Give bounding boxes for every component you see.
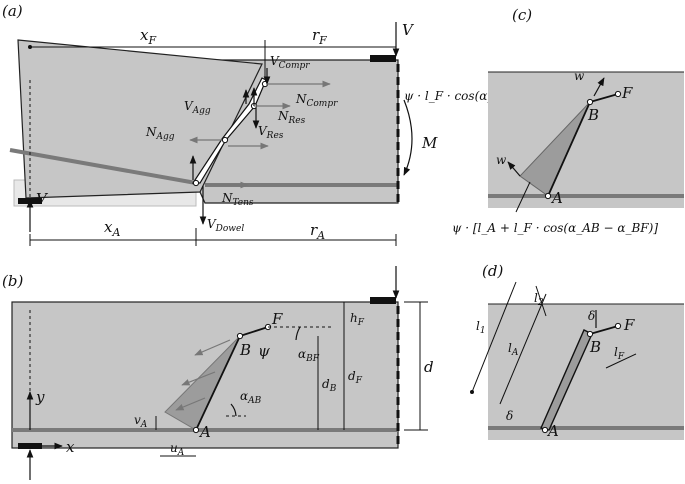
moment-arrow (403, 99, 413, 176)
crack-AB-c (547, 101, 591, 197)
label-V_Dowel: VDowel (207, 217, 244, 234)
label-F-c: F (621, 84, 633, 102)
label-delta-top: δ (588, 309, 595, 323)
w-arrow-left (507, 161, 521, 177)
crack-vector-1 (194, 339, 231, 356)
label-A-b: A (198, 423, 211, 441)
label-delta-bottom: δ (506, 409, 513, 423)
dim-l_2 (535, 285, 547, 317)
load-plate (370, 55, 396, 62)
crack-node-a (192, 179, 200, 187)
label-l_F: lF (614, 345, 625, 362)
node-F-d (614, 322, 622, 330)
label-B-b: B (239, 341, 251, 359)
label-x: x (66, 438, 75, 456)
label-r_F: rF (312, 26, 327, 47)
beam-left-segment (17, 39, 263, 199)
label-F-b: F (271, 310, 283, 328)
node-A-b (192, 426, 200, 434)
label-l_A: lA (508, 341, 519, 358)
support-plate-b (18, 443, 42, 449)
label-w-top: w (574, 69, 585, 83)
load-plate-b (370, 297, 396, 304)
label-x_A: xA (104, 218, 120, 239)
alpha-AB-arc (230, 403, 237, 417)
panel-a: (a) V M V xF rF (2, 2, 565, 246)
label-y: y (35, 388, 45, 406)
node-B-c (586, 98, 594, 106)
node-B-b (236, 332, 244, 340)
label-formula-c: ψ · [l_A + l_F · cos(α_AB − α_BF)] (452, 221, 658, 235)
panel-d-label: (d) (482, 262, 503, 280)
label-w-left: w (496, 153, 507, 167)
label-V-top: V (402, 21, 415, 39)
panel-a-label: (a) (2, 2, 23, 20)
crack-vector-3 (175, 397, 206, 411)
beam-panel-c (488, 72, 684, 208)
label-B-c: B (587, 106, 599, 124)
crack-node-b (221, 136, 229, 144)
node-F-c (614, 90, 622, 98)
w-arrow-top (593, 77, 605, 97)
panel-c-label: (c) (512, 6, 532, 24)
label-M: M (421, 134, 438, 152)
panel-b: (b) A B F ψ αBF αAB dB dF hF (2, 266, 434, 480)
beam-panel-d (488, 304, 684, 440)
panel-c: (c) A B F w w ψ · [l_A + l_F · cos(α_AB … (452, 6, 684, 235)
crack-BF-d (589, 325, 619, 335)
label-A-d: A (546, 422, 559, 440)
rebar-left (9, 148, 197, 185)
dim-l_A (499, 293, 547, 405)
label-r_A: rA (310, 221, 325, 242)
label-V-support: V (36, 190, 49, 208)
alpha-BF-arc (295, 326, 301, 341)
label-F-d: F (623, 316, 635, 334)
node-A-d (541, 426, 549, 434)
panel-d: (d) A B F δ δ l1 lA l2 lF (470, 262, 684, 440)
label-d: d (424, 358, 434, 376)
node-B-d (586, 330, 594, 338)
label-l_2: l2 (534, 291, 544, 308)
label-A-c: A (550, 189, 563, 207)
crack-BF-b (239, 326, 269, 337)
dim-dot-left (28, 45, 32, 49)
dim-l1-end (470, 390, 474, 394)
leader-formula-c (515, 181, 531, 213)
dim-l_1 (471, 281, 517, 393)
crack-BF-c (589, 93, 619, 103)
crack-vector-2 (181, 371, 216, 386)
dim-l_F (605, 353, 637, 369)
crack-AB-b (195, 335, 241, 431)
node-A-c (544, 192, 552, 200)
label-psi-b: ψ (258, 342, 270, 360)
label-x_F: xF (140, 26, 156, 47)
label-l_1: l1 (476, 319, 486, 336)
label-B-d: B (589, 338, 601, 356)
panel-b-label: (b) (2, 272, 23, 290)
